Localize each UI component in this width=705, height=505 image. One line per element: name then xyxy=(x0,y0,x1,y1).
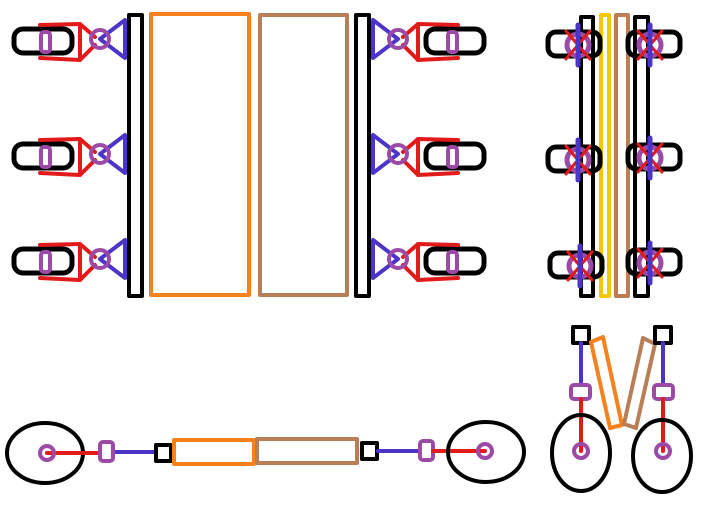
top-view xyxy=(14,12,484,298)
orange-panel xyxy=(149,12,251,297)
wheel-module xyxy=(14,20,125,60)
wheel-module xyxy=(373,20,484,60)
right-frame-rail xyxy=(354,13,371,298)
wheel-module xyxy=(373,240,484,280)
front-view xyxy=(5,420,526,485)
left-frame-rail xyxy=(127,13,144,298)
wheel-module xyxy=(14,135,125,175)
wheel-module xyxy=(14,240,125,280)
side-view xyxy=(548,13,680,298)
wheel-module xyxy=(373,135,484,175)
end-view xyxy=(550,325,693,494)
brown-panel xyxy=(258,13,349,297)
